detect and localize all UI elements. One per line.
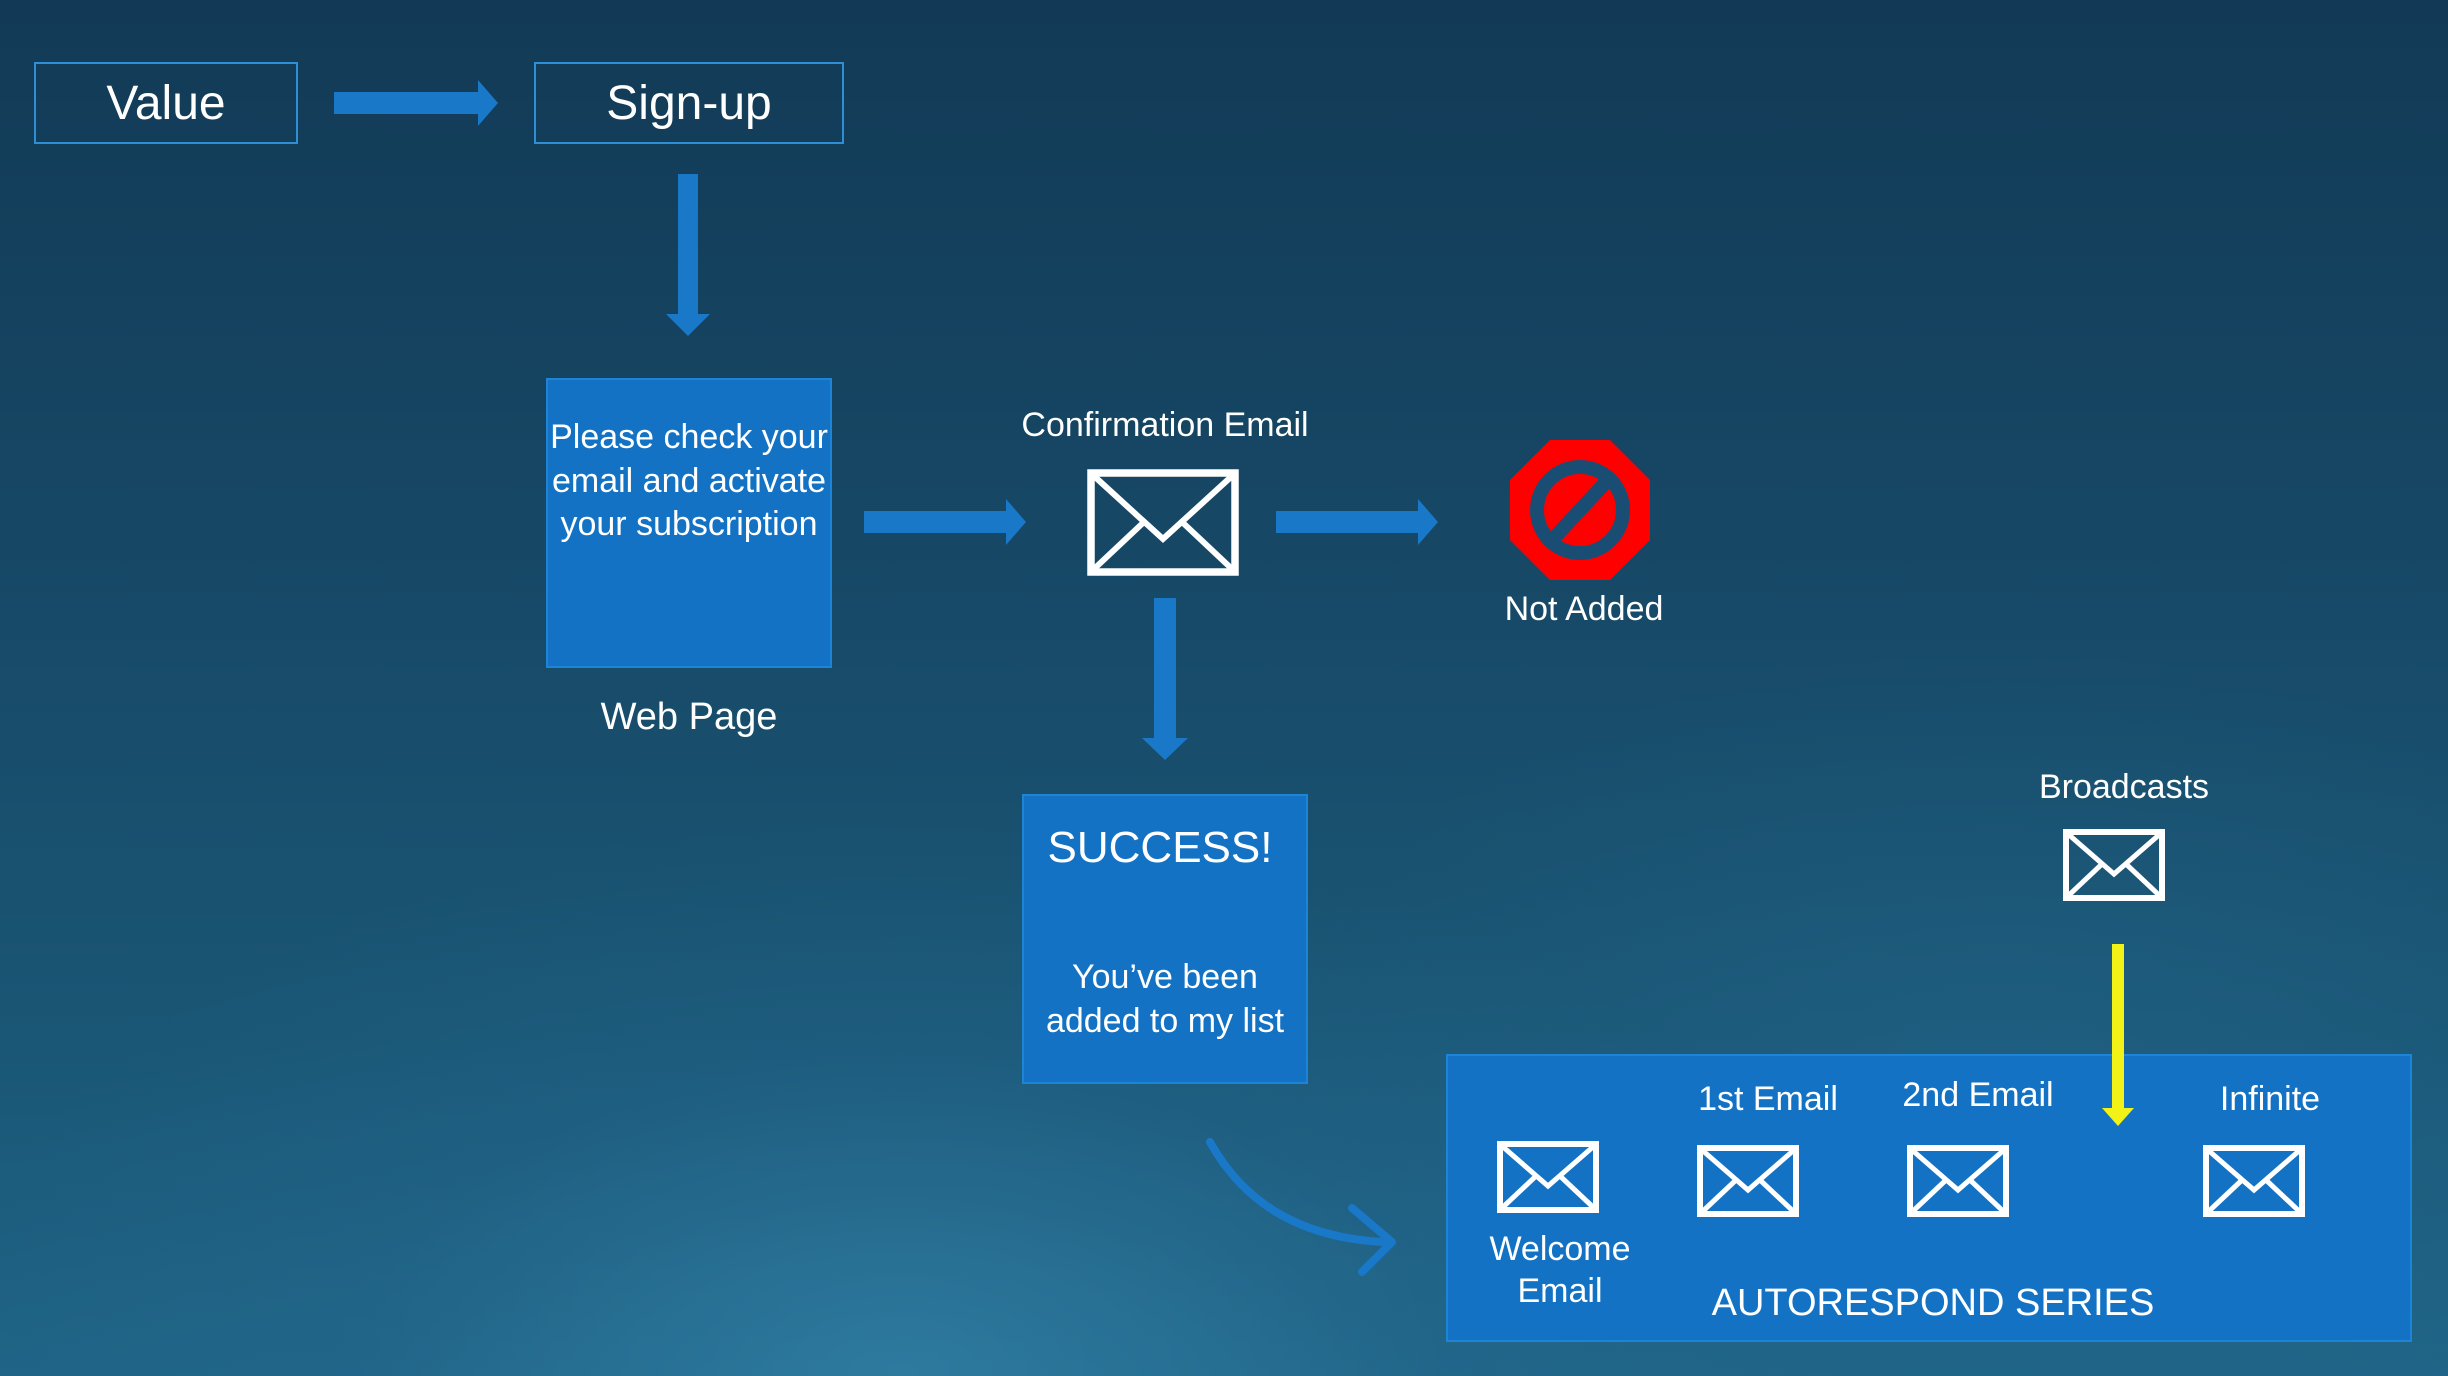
value-label: Value: [106, 76, 226, 130]
arrow-confirmation-to-not-added: [1276, 499, 1438, 545]
welcome-email-label: Welcome Email: [1460, 1228, 1660, 1312]
webpage-caption: Web Page: [600, 696, 778, 738]
stop-sign-icon: [1510, 440, 1650, 580]
success-box: SUCCESS! You’ve been added to my list: [1022, 794, 1308, 1084]
autorespond-series-title: AUTORESPOND SERIES: [1711, 1282, 2155, 1324]
welcome-email-line-1: Welcome: [1489, 1230, 1631, 1268]
envelope-icon: [1087, 469, 1239, 576]
infinite-label: Infinite: [2219, 1080, 2321, 1118]
arrow-confirmation-to-success: [1142, 598, 1188, 760]
webpage-text-line-2: email and activate: [551, 461, 827, 500]
success-title: SUCCESS!: [1047, 823, 1273, 872]
success-message: You’ve been added to my list: [1024, 956, 1306, 1043]
welcome-email-line-2: Email: [1517, 1272, 1603, 1311]
webpage-text-line-3: your subscription: [560, 505, 818, 544]
arrow-success-to-series-head: [1348, 1204, 1396, 1276]
first-email-label: 1st Email: [1698, 1080, 1838, 1118]
not-added-label: Not Added: [1504, 590, 1664, 628]
second-email-label: 2nd Email: [1902, 1076, 2054, 1114]
signup-label: Sign-up: [606, 76, 772, 130]
webpage-box: Please check your email and activate you…: [546, 378, 832, 668]
arrow-value-to-signup: [334, 80, 498, 126]
arrow-success-to-series: [1206, 1138, 1388, 1246]
broadcasts-label: Broadcasts: [2038, 768, 2210, 806]
success-text-line-1: You’ve been: [1072, 958, 1258, 996]
signup-box: Sign-up: [534, 62, 844, 144]
arrow-signup-to-webpage: [666, 174, 710, 336]
arrow-webpage-to-confirmation: [864, 499, 1026, 545]
confirmation-email-label: Confirmation Email: [1021, 406, 1309, 444]
value-box: Value: [34, 62, 298, 144]
envelope-icon: [2066, 832, 2162, 898]
webpage-message: Please check your email and activate you…: [548, 416, 830, 547]
autorespond-series-panel: 1st Email 2nd Email Infinite Welcome Ema…: [1446, 1054, 2412, 1342]
webpage-text-line-1: Please check your: [550, 418, 828, 456]
success-text-line-2: added to my list: [1045, 1001, 1285, 1040]
